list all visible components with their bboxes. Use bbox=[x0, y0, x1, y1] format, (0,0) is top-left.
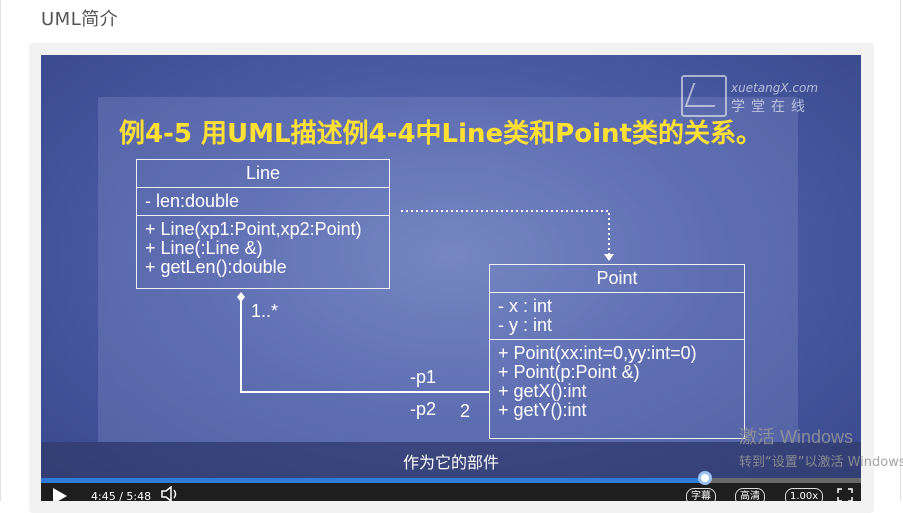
class-attributes: - len:double bbox=[137, 188, 389, 216]
operation-row: + Line(:Line &) bbox=[145, 238, 263, 258]
attribute-row: - len:double bbox=[145, 191, 240, 211]
slide-panel bbox=[98, 97, 798, 442]
uml-class-line: Line - len:double + Line(xp1:Point,xp2:P… bbox=[136, 159, 390, 289]
role-p2: -p2 bbox=[410, 399, 437, 419]
uml-class-point: Point - x : int - y : int + Point(xx:int… bbox=[489, 264, 745, 439]
play-icon[interactable] bbox=[53, 488, 67, 501]
video-player[interactable]: xuetangX.com 学堂在线 例4-5 用UML描述例4-4中Line类和… bbox=[41, 55, 861, 501]
multiplicity-line: 1..* bbox=[251, 301, 279, 321]
role-p1: -p1 bbox=[410, 367, 437, 387]
windows-activation-watermark: 激活 Windows 转到“设置”以激活 Windows。 bbox=[739, 423, 903, 470]
volume-icon[interactable] bbox=[161, 486, 181, 501]
time-display: 4:45 / 5:48 bbox=[91, 490, 152, 501]
attribute-row: - y : int bbox=[498, 315, 553, 335]
watermark-line1: 激活 Windows bbox=[739, 427, 854, 447]
progress-thumb[interactable] bbox=[698, 471, 713, 485]
operation-row: + getY():int bbox=[498, 400, 587, 420]
logo-text-en: xuetangX.com bbox=[731, 81, 819, 95]
progress-fill bbox=[41, 478, 706, 483]
composition-diamond bbox=[237, 292, 245, 302]
video-subtitle: 作为它的部件 bbox=[402, 453, 499, 472]
class-operations: + Line(xp1:Point,xp2:Point) + Line(:Line… bbox=[137, 216, 389, 281]
player-controls: 4:45 / 5:48 字幕 高清 1.00x bbox=[41, 471, 861, 501]
progress-bar[interactable] bbox=[41, 471, 861, 485]
operation-row: + getLen():double bbox=[145, 257, 287, 277]
operation-row: + Point(xx:int=0,yy:int=0) bbox=[498, 343, 697, 363]
dependency-arrowhead bbox=[604, 254, 614, 261]
quality-button[interactable]: 高清 bbox=[735, 488, 765, 501]
logo-text-cn: 学堂在线 bbox=[731, 99, 811, 115]
caption-button[interactable]: 字幕 bbox=[686, 488, 716, 501]
class-name: Line bbox=[137, 160, 389, 188]
composition-line bbox=[240, 300, 489, 393]
operation-row: + Point(p:Point &) bbox=[498, 362, 640, 382]
operation-row: + Line(xp1:Point,xp2:Point) bbox=[145, 219, 362, 239]
slide-title: 例4-5 用UML描述例4-4中Line类和Point类的关系。 bbox=[119, 119, 762, 149]
logo-book-icon bbox=[681, 75, 727, 117]
dependency-line bbox=[401, 210, 610, 257]
subtitle-bar bbox=[41, 442, 861, 478]
class-attributes: - x : int - y : int bbox=[490, 293, 744, 340]
attribute-row: - x : int bbox=[498, 296, 553, 316]
multiplicity-point: 2 bbox=[460, 401, 471, 421]
watermark-line2: 转到“设置”以激活 Windows。 bbox=[739, 455, 903, 470]
section-title: UML简介 bbox=[41, 9, 119, 30]
class-name: Point bbox=[490, 265, 744, 293]
uml-connectors bbox=[237, 210, 614, 393]
fullscreen-icon[interactable] bbox=[837, 488, 853, 501]
speed-button[interactable]: 1.00x bbox=[785, 488, 824, 501]
operation-row: + getX():int bbox=[498, 381, 587, 401]
class-operations: + Point(xx:int=0,yy:int=0) + Point(p:Poi… bbox=[490, 340, 744, 424]
